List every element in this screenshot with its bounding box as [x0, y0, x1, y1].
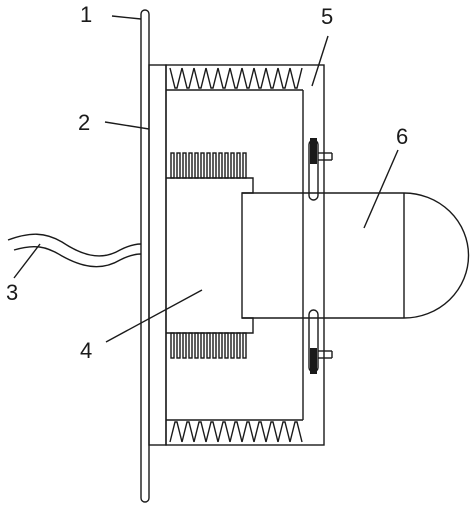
- comb-fin: [188, 152, 193, 179]
- leader-1: [111, 15, 142, 20]
- label-1: 1: [80, 2, 92, 27]
- comb-fin: [194, 332, 199, 359]
- lower-comb: [170, 332, 247, 359]
- comb-fin: [224, 152, 229, 179]
- tooth: [253, 421, 267, 443]
- bottom-teeth: [169, 421, 303, 443]
- comb-fin: [176, 152, 181, 179]
- tooth: [193, 421, 207, 443]
- tooth: [277, 421, 291, 443]
- tooth: [265, 67, 279, 89]
- tooth: [217, 421, 231, 443]
- part-1-rod: [140, 9, 150, 503]
- comb-fin: [230, 152, 235, 179]
- tooth: [229, 67, 243, 89]
- part-6-lamp-body: [242, 192, 470, 319]
- leader-3: [13, 243, 41, 279]
- tooth: [289, 421, 303, 443]
- leader-2: [104, 121, 150, 130]
- tooth: [241, 67, 255, 89]
- comb-fin: [200, 332, 205, 359]
- tooth: [253, 67, 267, 89]
- comb-fin: [230, 332, 235, 359]
- label-6: 6: [396, 124, 408, 149]
- leader-5: [311, 35, 329, 87]
- part-5-top-teeth: [169, 67, 303, 89]
- leader-6: [363, 149, 399, 229]
- part-4-central-block: [166, 177, 254, 334]
- tooth: [217, 67, 231, 89]
- tooth: [169, 421, 183, 443]
- leader-4: [105, 289, 203, 343]
- comb-fin: [176, 332, 181, 359]
- comb-fin: [242, 332, 247, 359]
- comb-fin: [200, 152, 205, 179]
- comb-fin: [170, 152, 175, 179]
- comb-fin: [236, 152, 241, 179]
- housing-outer: [165, 64, 325, 446]
- lower-clip-hatch: [310, 348, 317, 374]
- comb-fin: [236, 332, 241, 359]
- tooth: [181, 67, 195, 89]
- tooth: [193, 67, 207, 89]
- label-3: 3: [6, 280, 18, 305]
- label-2: 2: [78, 110, 90, 135]
- comb-fin: [188, 332, 193, 359]
- comb-fin: [182, 332, 187, 359]
- tooth: [169, 67, 183, 89]
- comb-fin: [218, 332, 223, 359]
- comb-fin: [218, 152, 223, 179]
- comb-fin: [224, 332, 229, 359]
- comb-fin: [170, 332, 175, 359]
- tooth: [181, 421, 195, 443]
- label-4: 4: [80, 338, 92, 363]
- tooth: [205, 67, 219, 89]
- comb-fin: [182, 152, 187, 179]
- upper-clip-hatch: [310, 138, 317, 164]
- comb-fin: [212, 332, 217, 359]
- comb-fin: [206, 332, 211, 359]
- upper-comb: [170, 152, 247, 179]
- tooth: [229, 421, 243, 443]
- comb-fin: [206, 152, 211, 179]
- comb-fin: [212, 152, 217, 179]
- label-5: 5: [321, 4, 333, 29]
- tooth: [265, 421, 279, 443]
- tooth: [277, 67, 291, 89]
- tooth: [241, 421, 255, 443]
- tooth: [205, 421, 219, 443]
- part-2-plate: [148, 64, 167, 446]
- comb-fin: [242, 152, 247, 179]
- part-3-cable-bottom: [13, 245, 142, 268]
- comb-fin: [194, 152, 199, 179]
- part-3-cable-top: [7, 233, 142, 257]
- tooth: [289, 67, 303, 89]
